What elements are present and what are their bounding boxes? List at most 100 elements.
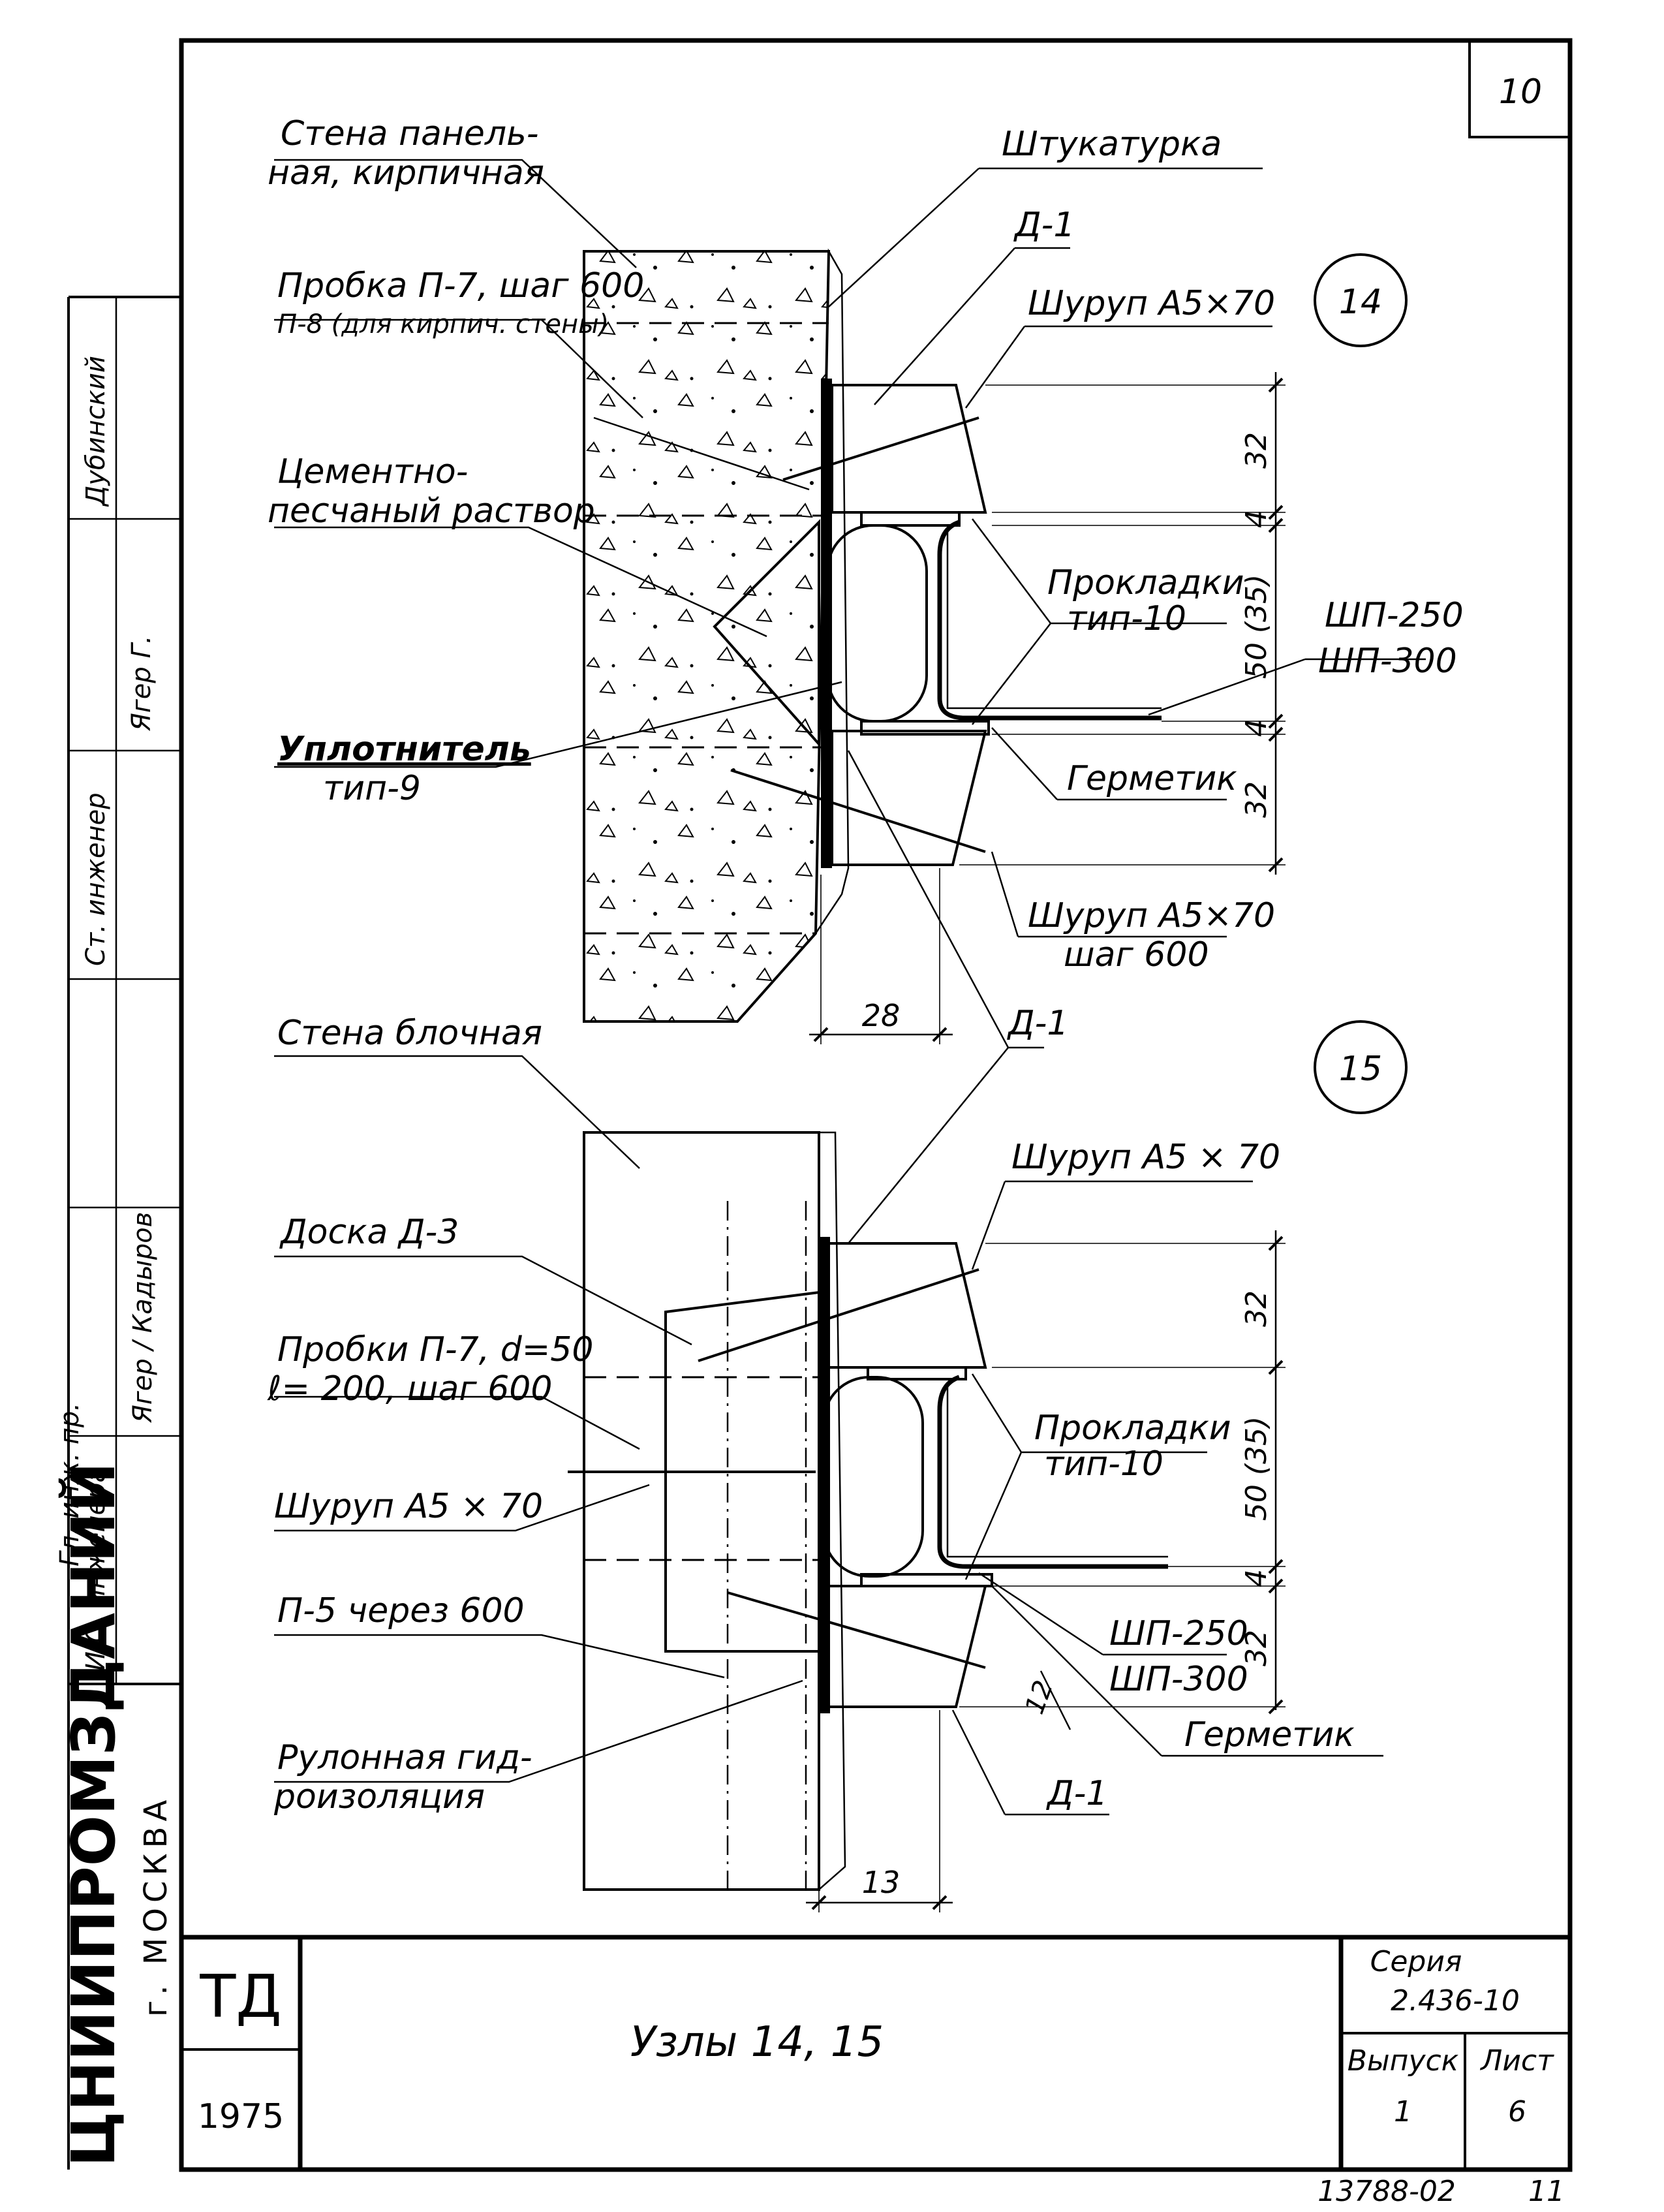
signature-role-1: Дубинский bbox=[81, 356, 111, 507]
node14-label-plug-2: П-8 (для кирпич. стены) bbox=[277, 309, 609, 339]
organization-name: ЦНИИПРОМЗДАНИЙ bbox=[58, 1462, 129, 2167]
node15-label-board-d3: Доска Д-3 bbox=[279, 1213, 459, 1252]
sheet-label: Лист bbox=[1479, 2044, 1554, 2078]
node15-label-profile-1: ШП-250 bbox=[1109, 1614, 1248, 1653]
node15-dim-ticks bbox=[811, 1895, 948, 1910]
node15-leader bbox=[274, 1484, 650, 1532]
node14-gasket-top bbox=[860, 511, 961, 527]
signature-role-6: И.О. инженера bbox=[81, 1467, 111, 1671]
node15-dim-3: 4 bbox=[1240, 1569, 1273, 1587]
node14-leader bbox=[274, 526, 767, 638]
node15-marker-circle bbox=[1314, 1020, 1408, 1114]
sheet-frame bbox=[179, 38, 1573, 2172]
sheet-value: 6 bbox=[1508, 2095, 1526, 2128]
footer-code: 13788-02 bbox=[1317, 2175, 1456, 2208]
node14-wall-concrete bbox=[584, 251, 829, 1021]
node15-leader bbox=[274, 1395, 640, 1450]
footer-page: 11 bbox=[1528, 2175, 1565, 2208]
node14-label-wall-2: ная, кирпичная bbox=[268, 153, 544, 193]
node14-leader bbox=[964, 325, 1272, 409]
node15-leader bbox=[274, 1679, 803, 1783]
signature-person-2: Ягер Г. bbox=[127, 635, 157, 732]
node15-screw-bottom bbox=[727, 1591, 986, 1669]
node15-label-gaskets-2: тип-10 bbox=[1044, 1444, 1163, 1484]
doc-year: 1975 bbox=[198, 2097, 284, 2136]
node14-marker: 14 bbox=[1339, 283, 1382, 322]
node14-leader bbox=[874, 247, 1070, 405]
node14-label-screw-top: Шуруп А5×70 bbox=[1028, 284, 1275, 323]
node14-label-screw-bot-1: Шуруп А5×70 bbox=[1028, 896, 1275, 935]
node15-leader bbox=[274, 1255, 692, 1346]
node14-label-screw-bot-2: шаг 600 bbox=[1064, 935, 1209, 974]
node14-profile bbox=[937, 520, 1162, 721]
node14-seal bbox=[826, 524, 928, 723]
series-label: Серия bbox=[1370, 1945, 1462, 1978]
sheet-number: 10 bbox=[1499, 72, 1542, 112]
node15-dim-1: 32 bbox=[1240, 1290, 1273, 1327]
node14-dim-ticks bbox=[1268, 377, 1284, 873]
node15-label-screw-top: Шуруп А5 × 70 bbox=[1011, 1138, 1280, 1177]
node15-leader bbox=[978, 1572, 1227, 1656]
node15-label-roll-1: Рулонная гид- bbox=[277, 1738, 532, 1777]
node15-label-wall: Стена блочная bbox=[277, 1014, 542, 1053]
node15-label-sealant: Герметик bbox=[1184, 1715, 1355, 1754]
node14-dim-3: 50 (35) bbox=[1240, 574, 1273, 679]
node15-label-board-bot: Д-1 bbox=[1046, 1774, 1107, 1813]
node15-leader bbox=[848, 1047, 1009, 1244]
signature-person-5: Ягер / Кадыров bbox=[128, 1212, 158, 1424]
sheet-title: Узлы 14, 15 bbox=[630, 2018, 884, 2066]
node15-leader bbox=[964, 1373, 1207, 1580]
node14-screw-top bbox=[782, 416, 979, 481]
node15-wall bbox=[583, 1131, 820, 1891]
node14-profile-inner bbox=[946, 532, 1162, 709]
node14-leader bbox=[847, 750, 1044, 1049]
node14-label-board-bot: Д-1 bbox=[1007, 1004, 1068, 1043]
node15-dim-offset: 13 bbox=[862, 1865, 901, 1900]
node15-board-top bbox=[827, 1242, 987, 1369]
node15-seal bbox=[822, 1376, 924, 1578]
node15-marker: 15 bbox=[1339, 1050, 1382, 1089]
issue-value: 1 bbox=[1394, 2095, 1412, 2128]
node14-label-board-top: Д-1 bbox=[1013, 206, 1075, 245]
node14-dim-1: 32 bbox=[1240, 432, 1273, 469]
node14-label-profile-2: ШП-300 bbox=[1318, 642, 1457, 681]
node14-leader bbox=[972, 518, 1227, 725]
node15-label-gaskets-1: Прокладки bbox=[1034, 1409, 1231, 1448]
node14-label-gaskets-2: тип-10 bbox=[1067, 599, 1186, 638]
doc-type: ТД bbox=[199, 1963, 281, 2031]
signature-person-6: Гл. инж. пр. bbox=[55, 1403, 85, 1566]
node15-profile bbox=[937, 1375, 1168, 1569]
node14-plug bbox=[593, 416, 810, 491]
node14-label-wall-1: Стена панель- bbox=[281, 114, 538, 153]
node14-screw-bottom bbox=[730, 769, 986, 853]
node14-dim-offset: 28 bbox=[862, 998, 901, 1033]
node14-leader bbox=[274, 681, 842, 768]
node14-label-mortar-1: Цементно- bbox=[277, 452, 468, 491]
node15-label-plugs-2: ℓ= 200, шаг 600 bbox=[267, 1369, 552, 1409]
node14-marker-circle bbox=[1314, 253, 1408, 347]
title-block: ТД 1975 Узлы 14, 15 Серия 2.436-10 Выпус… bbox=[181, 1935, 1570, 2208]
node14-leader bbox=[274, 159, 637, 268]
node-15: 32 50 (35) 4 32 12 13 15 Стена блочная Д… bbox=[267, 1014, 1408, 1912]
node15-dim-5: 12 bbox=[1019, 1677, 1059, 1719]
node15-board-bottom bbox=[827, 1585, 987, 1708]
node15-leader bbox=[274, 1634, 725, 1679]
node14-mortar-wedge bbox=[713, 519, 820, 748]
node14-label-gaskets-1: Прокладки bbox=[1047, 563, 1244, 602]
node14-label-plug-1: Пробка П-7, шаг 600 bbox=[277, 266, 644, 305]
sheet-number-box bbox=[1468, 39, 1571, 138]
node14-dim-4: 4 bbox=[1240, 719, 1273, 737]
node15-dim-4: 32 bbox=[1240, 1630, 1273, 1666]
node-14: 32 4 50 (35) 4 32 28 14 Стена панель- на… bbox=[268, 114, 1464, 1049]
node14-label-mortar-2: песчаный раствор bbox=[268, 491, 595, 531]
node15-label-screw-mid: Шуруп А5 × 70 bbox=[274, 1487, 543, 1526]
node15-dim-2: 50 (35) bbox=[1240, 1416, 1273, 1521]
node15-profile-inner bbox=[946, 1387, 1168, 1558]
node15-dim-line bbox=[1040, 1670, 1071, 1730]
node14-label-seal-1: Уплотнитель bbox=[277, 730, 531, 769]
node15-leader bbox=[971, 1180, 1253, 1270]
node14-gasket-bottom bbox=[860, 720, 990, 736]
node14-label-sealant: Герметик bbox=[1067, 759, 1237, 798]
node14-plaster bbox=[814, 248, 850, 937]
